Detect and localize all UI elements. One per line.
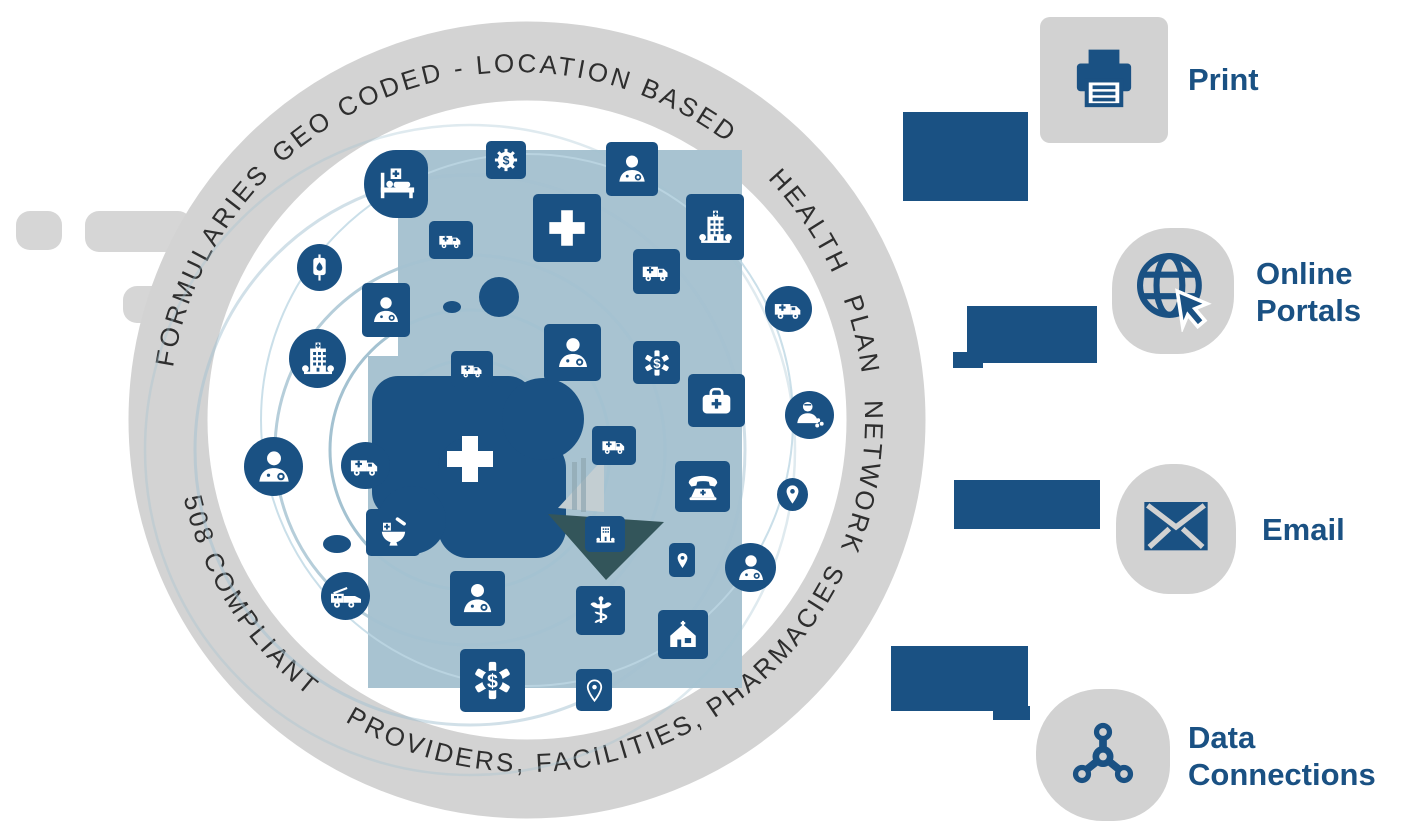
star-dollar-icon: $	[633, 341, 680, 384]
online-portals-tile	[1112, 228, 1234, 354]
dollar-badge-icon: $	[486, 141, 526, 179]
data-connections-label: Data Connections	[1188, 720, 1376, 792]
doctor-icon	[362, 283, 410, 337]
fire-truck-icon	[321, 572, 370, 620]
phone-icon	[675, 461, 730, 512]
print-label: Print	[1188, 62, 1259, 97]
doctor-icon	[725, 543, 776, 592]
email-tile	[1116, 464, 1236, 594]
svg-text:$: $	[653, 355, 661, 370]
doctor-icon	[244, 437, 303, 496]
pin-outline-icon	[576, 669, 612, 711]
iv-bag-icon	[297, 244, 342, 291]
decor-block	[891, 646, 1028, 711]
first-aid-kit-icon	[688, 374, 745, 427]
hospital-bed-icon	[364, 150, 428, 218]
svg-text:$: $	[503, 153, 510, 167]
pin-icon	[777, 478, 808, 511]
coverage-cross-icon	[447, 436, 493, 482]
gray-ring	[128, 21, 926, 819]
molecule-icon	[1061, 711, 1145, 800]
ambulance-icon	[429, 221, 473, 259]
printer-icon	[1067, 41, 1141, 120]
email-label: Email	[1262, 512, 1345, 547]
hospital-building-icon	[686, 194, 744, 260]
ambulance-icon	[451, 351, 493, 387]
ambulance-icon	[633, 249, 680, 294]
doctor-icon	[544, 324, 601, 381]
center-coverage-blob	[323, 277, 584, 558]
decor-block	[993, 706, 1030, 720]
online-portals-label: Online Portals	[1256, 256, 1362, 328]
print-tile	[1040, 17, 1168, 143]
svg-text:$: $	[487, 671, 498, 693]
doctor-icon	[606, 142, 658, 196]
ambulance-icon	[765, 286, 812, 332]
cross-icon	[533, 194, 601, 262]
data-connections-tile	[1036, 689, 1170, 821]
caduceus-icon	[576, 586, 625, 635]
star-dollar-icon: $	[460, 649, 525, 712]
envelope-icon	[1136, 487, 1216, 572]
decor-dash	[16, 211, 62, 250]
decor-block	[954, 480, 1100, 529]
pharmacy-mortar-icon	[366, 509, 420, 556]
nurse-group-icon	[785, 391, 834, 439]
doctor-icon	[450, 571, 505, 626]
globe-cursor-icon	[1130, 246, 1216, 337]
ambulance-icon	[592, 426, 636, 465]
building-people-icon	[585, 516, 625, 552]
decor-block	[903, 112, 1028, 201]
ambulance-icon	[341, 442, 390, 489]
decor-block	[967, 306, 1097, 363]
pin-icon	[669, 543, 695, 577]
decor-block	[953, 352, 983, 368]
house-icon	[658, 610, 708, 659]
hospital-building-icon	[289, 329, 346, 388]
